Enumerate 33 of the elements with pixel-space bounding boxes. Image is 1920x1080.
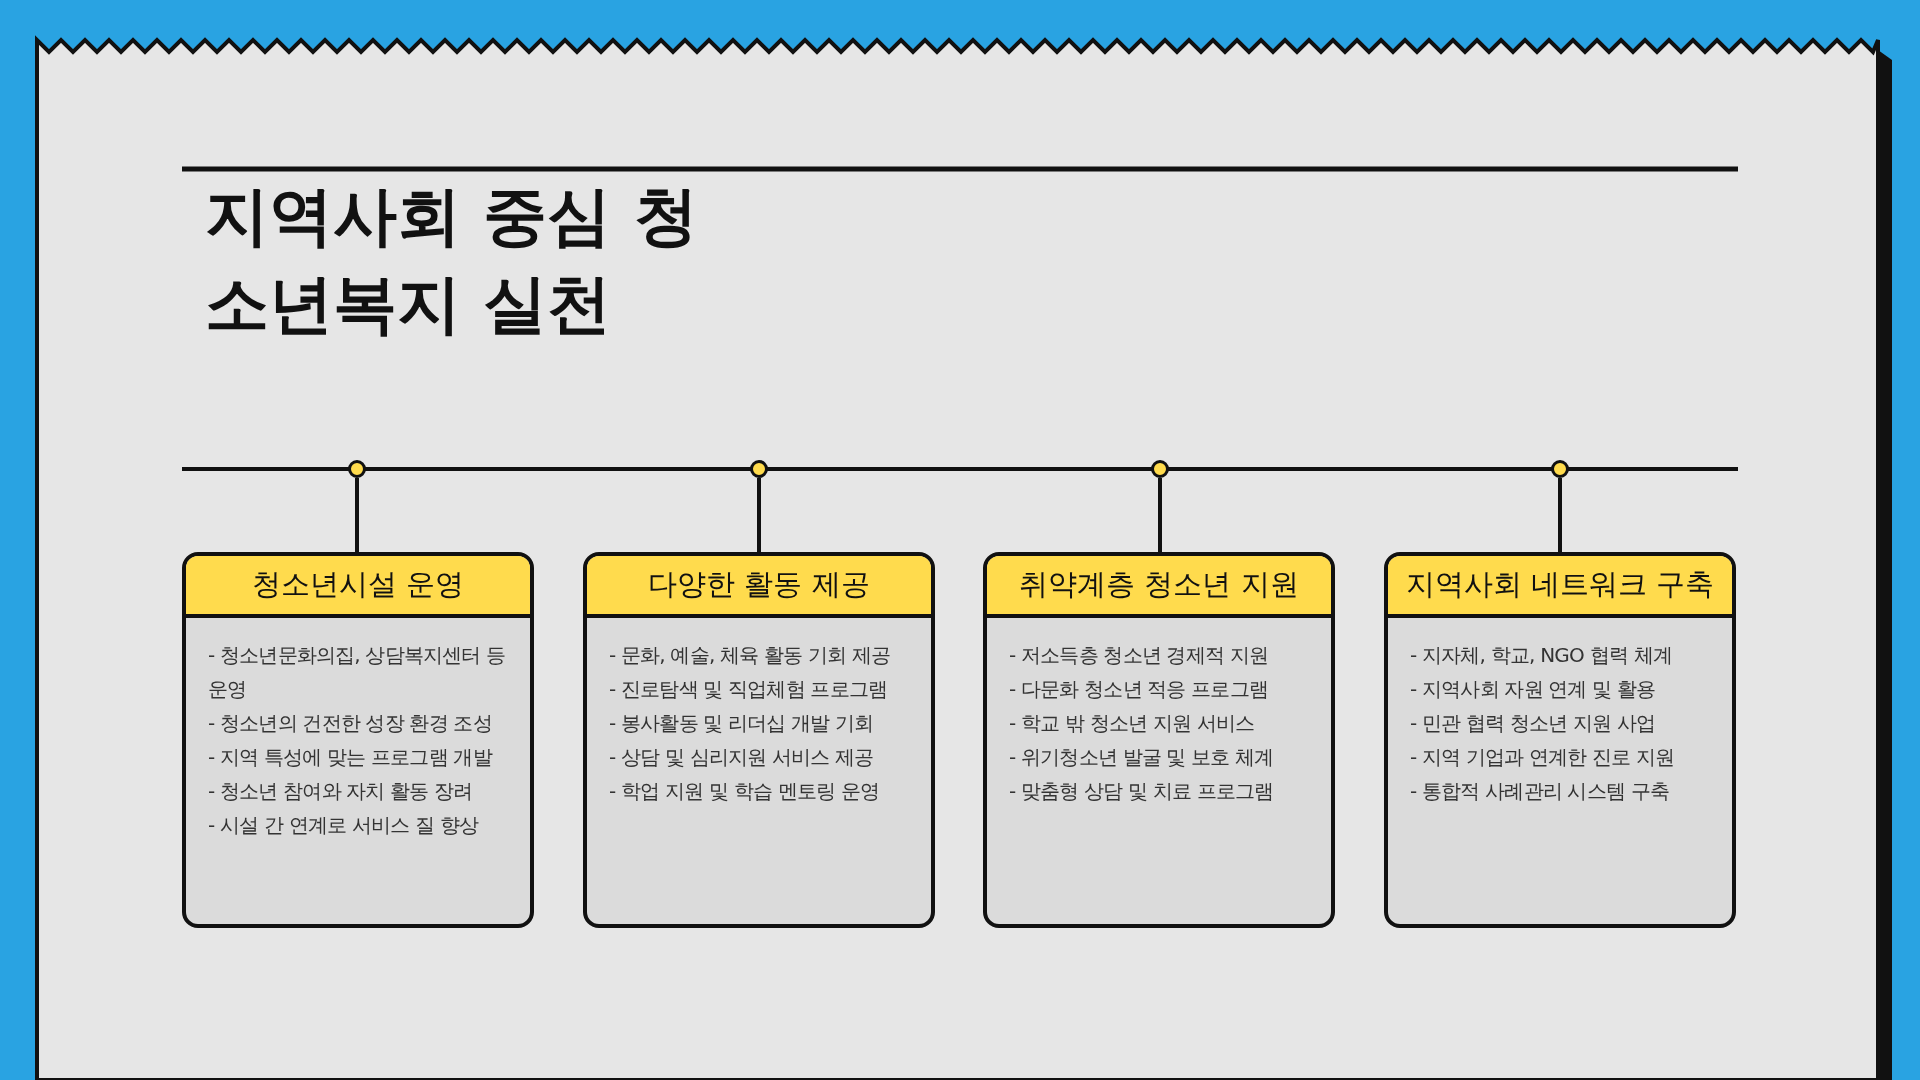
bullet-item: - 다문화 청소년 적응 프로그램 [1009, 676, 1270, 703]
bullet-item: - 문화, 예술, 체육 활동 기회 제공 [609, 642, 892, 669]
card-heading: 청소년시설 운영 [186, 556, 530, 618]
connector-line [1558, 478, 1562, 552]
bullet-item: - 상담 및 심리지원 서비스 제공 [609, 744, 875, 771]
connector-line [757, 478, 761, 552]
bullet-item: - 청소년의 건전한 성장 환경 조성 [208, 710, 493, 737]
card-heading: 취약계층 청소년 지원 [987, 556, 1331, 618]
bullet-item: - 봉사활동 및 리더십 개발 기회 [609, 710, 875, 737]
card-heading: 지역사회 네트워크 구축 [1388, 556, 1732, 618]
bullet-item: - 통합적 사례관리 시스템 구축 [1410, 778, 1671, 805]
card-heading: 다양한 활동 제공 [587, 556, 931, 618]
bullet-item: - 지역 기업과 연계한 진로 지원 [1410, 744, 1676, 771]
bullet-item: - 시설 간 연계로 서비스 질 향상 [208, 812, 480, 839]
bullet-item: - 청소년문화의집, 상담복지센터 등 운영 [208, 642, 507, 703]
bullet-item: - 지역사회 자원 연계 및 활용 [1410, 676, 1657, 703]
card [983, 552, 1335, 928]
bullet-item: - 학업 지원 및 학습 멘토링 운영 [609, 778, 881, 805]
bullet-item: - 민관 협력 청소년 지원 사업 [1410, 710, 1657, 737]
bullet-item: - 학교 밖 청소년 지원 서비스 [1009, 710, 1256, 737]
connector-line [1158, 478, 1162, 552]
bullet-item: - 청소년 참여와 자치 활동 장려 [208, 778, 474, 805]
bullet-item: - 저소득층 청소년 경제적 지원 [1009, 642, 1270, 669]
bullet-item: - 위기청소년 발굴 및 보호 체계 [1009, 744, 1275, 771]
title: 지역사회 중심 청소년복지 실천 [205, 178, 699, 343]
card [182, 552, 534, 928]
bullet-item: - 지자체, 학교, NGO 협력 체계 [1410, 642, 1673, 669]
connector-line [355, 478, 359, 552]
card [1384, 552, 1736, 928]
bullet-item: - 지역 특성에 맞는 프로그램 개발 [208, 744, 494, 771]
bullet-item: - 맞춤형 상담 및 치료 프로그램 [1009, 778, 1275, 805]
bullet-item: - 진로탐색 및 직업체험 프로그램 [609, 676, 889, 703]
card [583, 552, 935, 928]
